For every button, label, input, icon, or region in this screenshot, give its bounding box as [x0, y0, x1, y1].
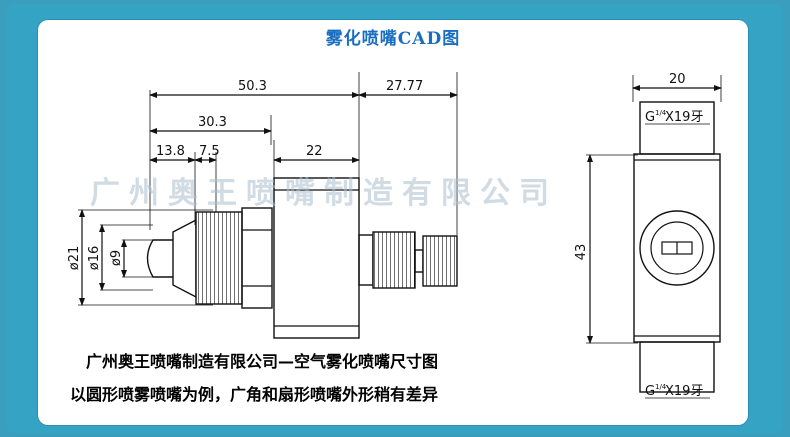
- svg-text:G: G: [645, 110, 655, 125]
- svg-text:1/4: 1/4: [655, 109, 667, 117]
- knurled-nut: [195, 211, 243, 305]
- side-circle-inner: [650, 221, 704, 275]
- nozzle-cap: [172, 218, 197, 299]
- caption-line-1: 广州奥王喷嘴制造有限公司—空气雾化喷嘴尺寸图: [86, 352, 439, 371]
- needle-knob-1: [372, 231, 416, 289]
- svg-text:X19牙: X19牙: [665, 384, 703, 399]
- nozzle-tip: [146, 239, 173, 278]
- thread-label-top: G 1/4 X19牙: [645, 109, 703, 125]
- label-dia-outer: ø21: [67, 246, 82, 271]
- page-title: 雾化喷嘴CAD图: [325, 29, 461, 49]
- hex-collar: [241, 207, 273, 309]
- label-tip-step: 7.5: [199, 144, 220, 159]
- label-tail-length: 27.77: [386, 79, 423, 94]
- side-circle-outer: [639, 210, 715, 286]
- rear-plug: [358, 234, 374, 286]
- label-mid-length: 30.3: [198, 115, 227, 130]
- label-body-width: 22: [306, 144, 323, 159]
- cad-drawing: 50.3 27.77 30.3 13.8 7.5 22 ø21 ø16 ø9 2…: [67, 72, 722, 399]
- svg-text:X19牙: X19牙: [665, 110, 703, 125]
- svg-text:1/4: 1/4: [655, 383, 667, 391]
- label-tip-length: 13.8: [156, 144, 185, 159]
- caption-line-2: 以圆形喷雾喷嘴为例，广角和扇形喷嘴外形稍有差异: [70, 385, 439, 404]
- side-thread-bottom: [639, 341, 715, 393]
- label-side-width: 20: [669, 72, 686, 87]
- thread-label-bottom: G 1/4 X19牙: [645, 383, 703, 399]
- label-dia-mid: ø16: [87, 246, 102, 271]
- label-side-height: 43: [574, 244, 589, 261]
- label-dia-tip: ø9: [109, 250, 124, 266]
- svg-text:G: G: [645, 384, 655, 399]
- label-total-length: 50.3: [238, 79, 267, 94]
- needle-knob-2: [422, 235, 458, 287]
- drawing-panel: 雾化喷嘴CAD图: [38, 20, 748, 425]
- watermark-text: 广州奥王喷嘴制造有限公司: [90, 176, 558, 211]
